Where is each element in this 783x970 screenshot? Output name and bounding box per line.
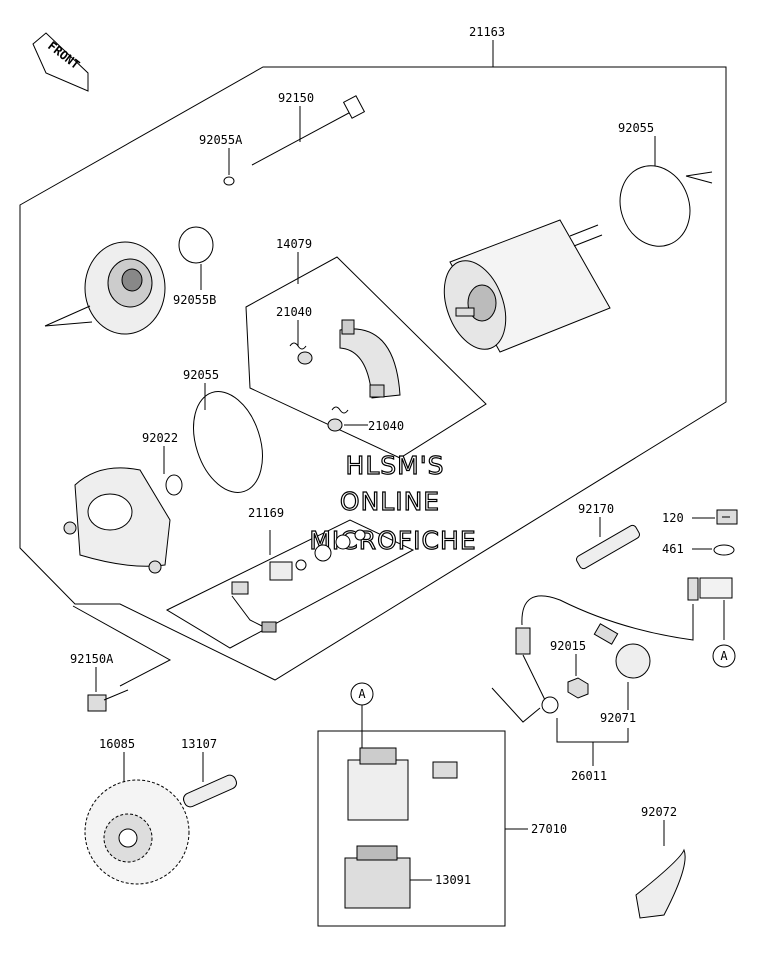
label-92055-top: 92055 — [618, 121, 654, 135]
label-14079: 14079 — [276, 237, 312, 251]
assembly-outline-21163 — [19, 66, 727, 681]
label-92055-mid: 92055 — [183, 368, 219, 382]
label-26011: 26011 — [571, 769, 607, 783]
washer-461-icon — [713, 544, 735, 556]
label-92150: 92150 — [278, 91, 314, 105]
label-461: 461 — [662, 542, 684, 556]
motor-yoke-part-icon — [443, 219, 611, 353]
label-92015: 92015 — [550, 639, 586, 653]
label-13107: 13107 — [181, 737, 217, 751]
through-bolt-92150-icon — [251, 95, 366, 166]
label-92055A: 92055A — [199, 133, 243, 147]
label-21040-upper: 21040 — [276, 305, 312, 319]
ref-a-right-icon — [712, 644, 736, 668]
brush-set-part-icon — [231, 529, 366, 633]
idle-gear-16085-icon — [84, 779, 190, 885]
brush-set-outline-21169 — [165, 519, 415, 649]
svg-text:A: A — [358, 687, 366, 701]
rear-cover-part-icon — [44, 241, 166, 335]
o-ring-92055-mid-icon — [193, 391, 263, 493]
shaft-13107-icon — [182, 774, 238, 808]
relay-part-icon — [347, 747, 458, 821]
svg-text:MICROFICHE: MICROFICHE — [309, 526, 476, 555]
label-92170: 92170 — [578, 502, 614, 516]
cap-92071-icon — [593, 623, 651, 679]
brush-holder-outline-14079 — [245, 256, 487, 459]
o-ring-92055A-icon — [223, 176, 235, 186]
bolt-120-icon — [716, 509, 738, 525]
label-92072: 92072 — [641, 805, 677, 819]
band-92072-icon — [635, 848, 686, 919]
washer-92022-icon — [165, 474, 183, 496]
label-16085: 16085 — [99, 737, 135, 751]
label-92022: 92022 — [142, 431, 178, 445]
svg-text:HLSM'S: HLSM'S — [346, 451, 445, 480]
nut-92015-icon — [567, 677, 589, 699]
label-92055B: 92055B — [173, 293, 216, 307]
bolt-92150A-icon — [87, 689, 129, 712]
o-ring-92055B-icon — [178, 226, 214, 264]
label-92071: 92071 — [600, 711, 636, 725]
bolt-outline-92150A — [72, 605, 172, 687]
svg-text:ONLINE: ONLINE — [340, 487, 440, 516]
label-92150A: 92150A — [70, 652, 114, 666]
battery-cable-26011-icon — [491, 627, 559, 723]
label-27010: 27010 — [531, 822, 567, 836]
svg-text:A: A — [720, 649, 728, 663]
relay-cover-13091-icon — [344, 845, 411, 909]
label-21163: 21163 — [469, 25, 505, 39]
watermark: HLSM'S ONLINE MICROFICHE — [309, 450, 476, 555]
lead-wire-part-icon — [521, 577, 733, 641]
label-21040-lower: 21040 — [368, 419, 404, 433]
svg-text:FRONT: FRONT — [45, 39, 82, 72]
o-ring-92055-top-icon — [619, 165, 691, 247]
front-arrow-icon: FRONT — [32, 32, 89, 92]
spring-21040-upper-icon — [289, 342, 313, 365]
label-120: 120 — [662, 511, 684, 525]
label-13091: 13091 — [435, 873, 471, 887]
cable-92170-icon — [576, 524, 640, 570]
front-housing-part-icon — [63, 467, 171, 574]
brush-plate-part-icon — [339, 319, 401, 399]
label-21169: 21169 — [248, 506, 284, 520]
spring-21040-lower-icon — [327, 406, 349, 432]
